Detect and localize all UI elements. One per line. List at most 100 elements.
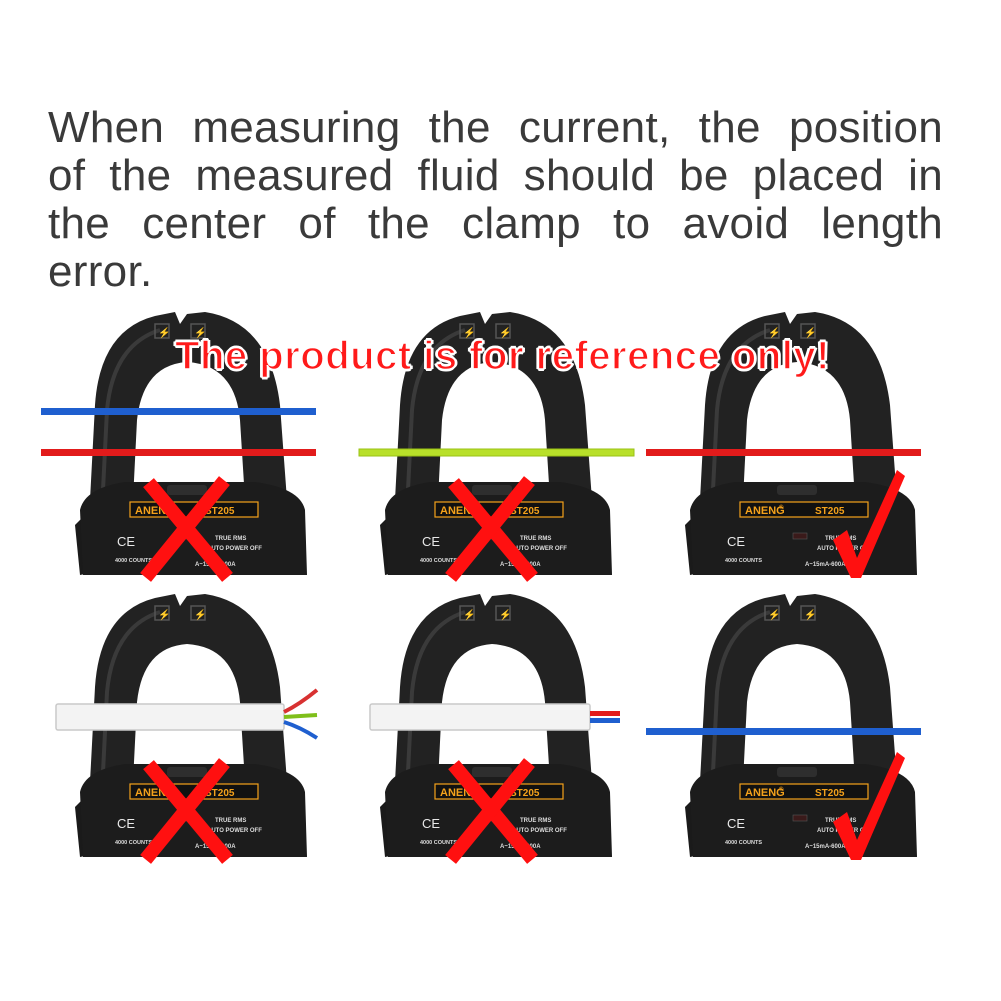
model-name: ST205 [205,788,235,799]
counts-label: 4000 COUNTS [420,558,457,564]
true-rms-label: TRUE RMS [520,536,551,542]
lightning-icon: ⚡ [499,608,511,621]
range-label: A~15mA-600A [805,844,846,850]
model-name: ST205 [510,506,540,517]
jaw-icon-right [190,323,206,339]
clamp-jaw [90,594,287,782]
jaw-icon-right [190,605,206,621]
brand-name: ANENG [745,505,785,517]
wire-red [646,449,921,456]
led-indicator [792,532,808,540]
counts-label: 4000 COUNTS [725,558,762,564]
wire-blue [41,408,316,415]
wires [369,703,620,731]
wrong-x-mark [445,476,538,582]
counts-label: 4000 COUNTS [115,840,152,846]
lightning-icon: ⚡ [499,326,511,339]
jaw-highlight [711,610,771,773]
lightning-icon: ⚡ [158,608,170,621]
jaw-icon-left [459,605,475,621]
brand-strip [739,501,869,518]
jaw-icon-right [495,323,511,339]
lightning-icon: ⚡ [463,608,475,621]
core-blue [590,718,620,723]
counts-label: 4000 COUNTS [725,840,762,846]
wrong-x-mark [445,758,538,864]
core-blue [283,720,319,740]
lightning-icon: ⚡ [768,608,780,621]
wire-red [41,449,316,456]
jaw-icon-right [495,605,511,621]
clamp-jaw [90,312,287,500]
auto-power-off-label: AUTO POWER OFF [512,828,567,834]
wire-yellow-green [358,448,635,457]
instruction-line-1: When measuring the current, the position [48,103,943,152]
meter-slot [472,485,512,495]
meter-slot [167,767,207,777]
auto-power-off-label: AUTO POWER OFF [512,546,567,552]
clamp-jaw [395,594,592,782]
correct-check-mark [833,752,905,860]
counts-label: 4000 COUNTS [115,558,152,564]
ce-mark: CE [117,816,135,831]
correct-check-mark [833,470,905,578]
ce-mark: CE [422,816,440,831]
jaw-icon-left [459,323,475,339]
model-name: ST205 [815,506,845,517]
jaw-icon-left [764,605,780,621]
lightning-icon: ⚡ [804,608,816,621]
ce-mark: CE [422,534,440,549]
meter-slot [777,767,817,777]
jaw-highlight [101,610,161,773]
x-stroke-2 [445,476,535,582]
lightning-icon: ⚡ [768,326,780,339]
true-rms-label: TRUE RMS [215,536,246,542]
auto-power-off-label: AUTO POWER OFF [207,828,262,834]
ce-mark: CE [727,816,745,831]
lightning-icon: ⚡ [804,326,816,339]
jaw-icon-right [800,323,816,339]
x-stroke-2 [445,758,535,864]
jaw-highlight [406,610,466,773]
brand-strip [739,783,869,800]
wires [646,728,921,735]
jaw-highlight [406,328,466,491]
ce-mark: CE [727,534,745,549]
model-name: ST205 [815,788,845,799]
meter-slot [777,485,817,495]
wires [55,688,319,740]
x-stroke-2 [140,476,230,582]
ce-mark: CE [117,534,135,549]
lightning-icon: ⚡ [194,326,206,339]
counts-label: 4000 COUNTS [420,840,457,846]
brand-name: ANENG [745,787,785,799]
range-label: A~15mA-600A [805,562,846,568]
jaw-highlight [101,328,161,491]
clamp-jaw [700,312,897,500]
wire-blue [646,728,921,735]
core-red [283,688,319,714]
wires [358,448,635,457]
lightning-icon: ⚡ [194,608,206,621]
jaw-highlight [711,328,771,491]
model-name: ST205 [510,788,540,799]
instruction-line-3: the center of the clamp to avoid length [48,199,943,248]
wires [646,449,921,456]
clamp-jaw [395,312,592,500]
cable-sheath [55,703,285,731]
instruction-line-2: of the measured fluid should be placed i… [48,151,943,200]
instruction-text: When measuring the current, the position… [48,104,943,296]
core-red [590,711,620,716]
reference-only-banner: The product is for reference only! [174,333,830,379]
